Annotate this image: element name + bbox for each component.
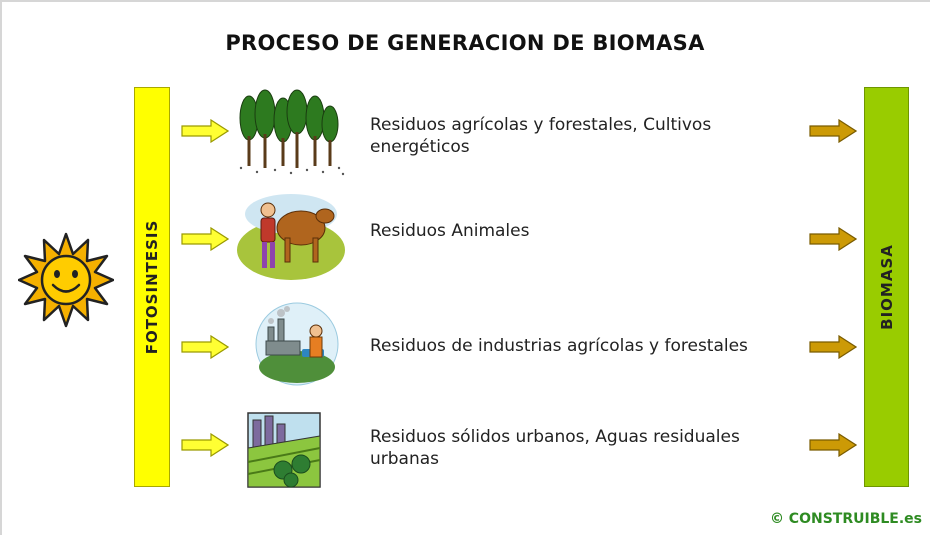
output-arrow-3 xyxy=(809,335,857,359)
urban-waste-icon xyxy=(247,412,321,488)
output-arrow-1 xyxy=(809,119,857,143)
input-arrow-1 xyxy=(181,119,229,143)
frame-left-border xyxy=(0,0,2,535)
biomasa-bar: BIOMASA xyxy=(864,87,909,487)
fotosintesis-bar: FOTOSINTESIS xyxy=(134,87,170,487)
diagram-title: PROCESO DE GENERACION DE BIOMASA xyxy=(225,31,705,55)
output-arrow-2 xyxy=(809,227,857,251)
row-text-3: Residuos de industrias agrícolas y fores… xyxy=(370,336,748,356)
input-arrow-2 xyxy=(181,227,229,251)
row-text-1: Residuos agrícolas y forestales, Cultivo… xyxy=(370,115,712,157)
sun-icon xyxy=(18,232,114,328)
industry-icon xyxy=(255,302,339,386)
output-arrow-4 xyxy=(809,433,857,457)
biomasa-label: BIOMASA xyxy=(877,244,896,330)
farmer-cow-icon xyxy=(237,194,345,280)
fotosintesis-label: FOTOSINTESIS xyxy=(143,219,161,355)
input-arrow-4 xyxy=(181,433,229,457)
forest-icon xyxy=(239,89,345,176)
frame-top-border xyxy=(0,0,930,2)
input-arrow-3 xyxy=(181,335,229,359)
copyright-credit: © CONSTRUIBLE.es xyxy=(769,511,922,527)
row-text-2: Residuos Animales xyxy=(370,221,530,241)
row-text-4: Residuos sólidos urbanos, Aguas residual… xyxy=(370,427,740,469)
